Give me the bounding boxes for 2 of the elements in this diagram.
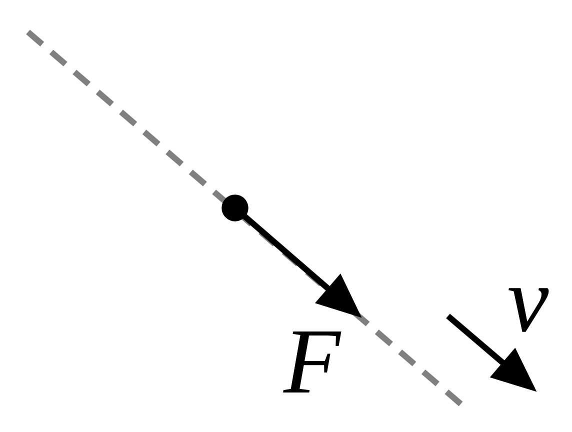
- vector-label: v: [508, 288, 549, 332]
- vector-label: F: [283, 331, 342, 393]
